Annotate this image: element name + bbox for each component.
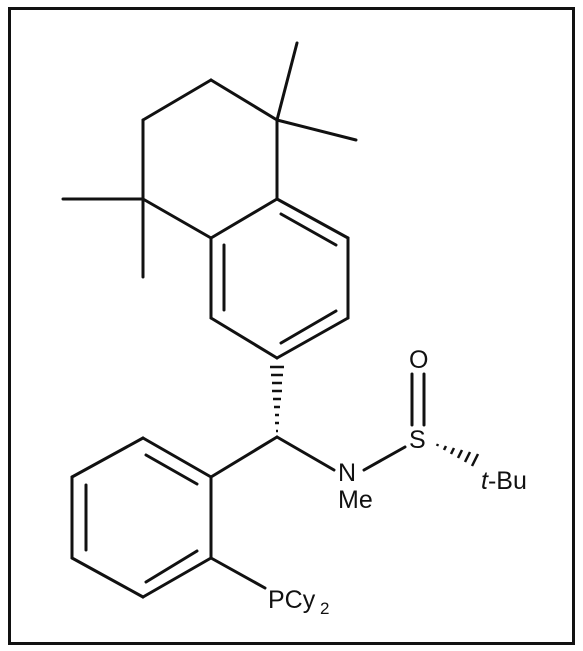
sulfur-label: S [409,426,426,454]
hashed-wedge-bond [270,365,284,433]
n-methyl-label: Me [338,486,373,514]
aryl-p-bond [209,556,267,590]
lower-benzene-ring [70,436,213,599]
oxygen-label: O [409,346,428,374]
diagram-frame [8,7,575,645]
phosphine-subscript: 2 [320,599,329,618]
sulfinyl-double-bond [410,372,426,427]
hashed-sulfur-tbu-bond [435,443,480,467]
tbu-prefix: t [481,467,489,495]
saturated-ring [141,78,279,240]
stereocenter-bonds [209,435,407,479]
methyl-groups [61,41,358,279]
nitrogen-label: N [338,459,356,487]
phosphine-label: PCy [268,586,316,614]
tetralin-aromatic-ring [209,197,350,360]
tbu-label: t-Bu [481,467,527,495]
tbu-suffix: -Bu [488,467,527,495]
